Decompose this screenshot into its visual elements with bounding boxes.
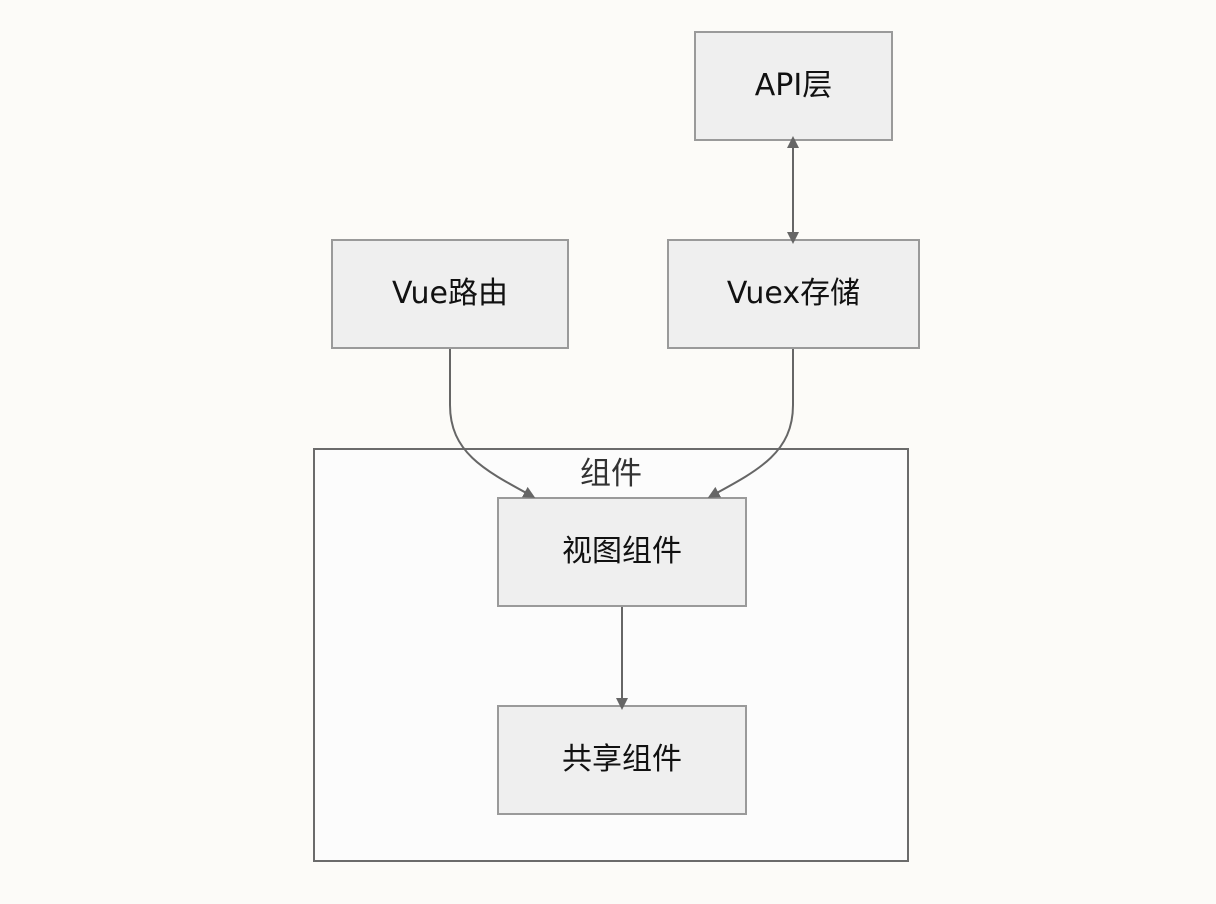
vuex-store-label: Vuex存储: [726, 276, 861, 311]
vue-router-node[interactable]: Vue路由: [331, 239, 569, 349]
group-label: 组件: [580, 456, 642, 492]
view-components-label: 视图组件: [562, 534, 682, 569]
vuex-store-node[interactable]: Vuex存储: [667, 239, 920, 349]
view-components-node[interactable]: 视图组件: [497, 497, 747, 607]
shared-components-label: 共享组件: [562, 742, 682, 777]
api-layer-label: API层: [754, 68, 833, 103]
vue-router-label: Vue路由: [392, 276, 508, 311]
api-layer-node[interactable]: API层: [694, 31, 893, 141]
shared-components-node[interactable]: 共享组件: [497, 705, 747, 815]
